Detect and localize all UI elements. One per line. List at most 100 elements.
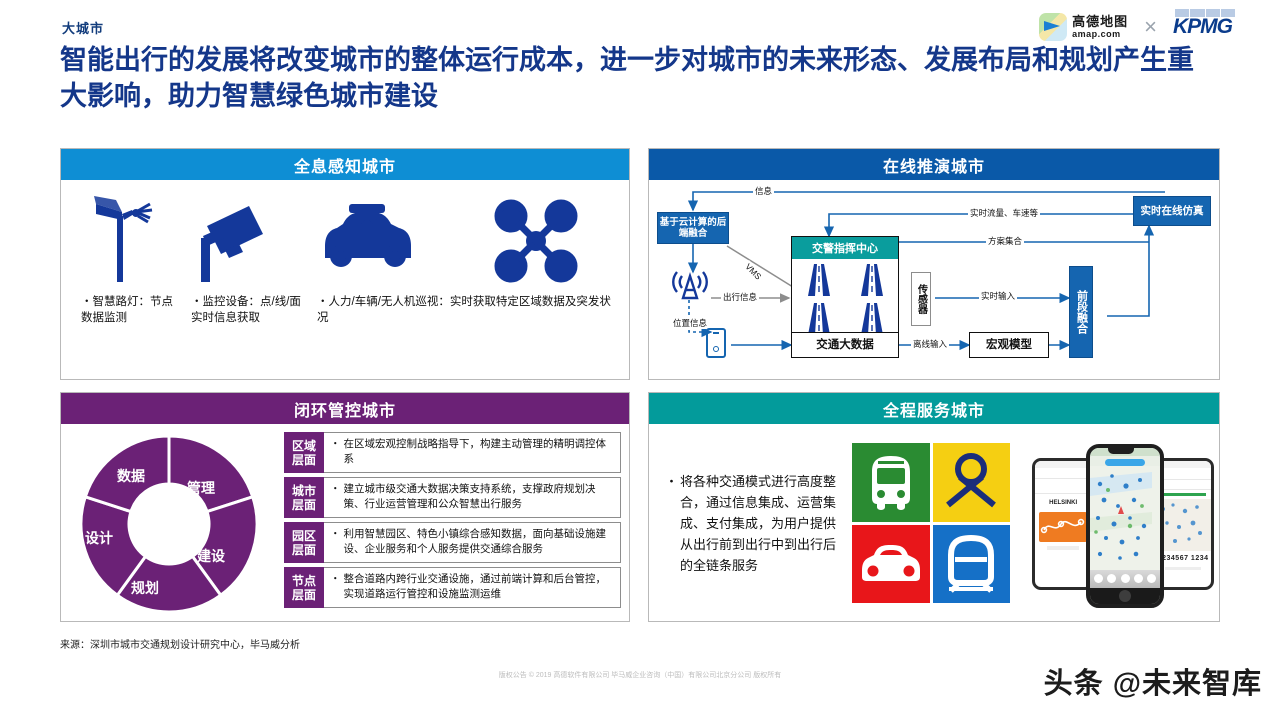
mode-cell-bus[interactable] [852,443,930,522]
service-bullet: ・ [665,473,679,489]
layer-desc-city-wrap: ・ 建立城市级交通大数据决策支持系统，支撑政府规划决策、行业运营管理和公众智慧出… [324,477,621,518]
edge-label-realtime-flow: 实时流量、车速等 [968,207,1041,219]
node-traffic-command[interactable]: 交警指挥中心 [792,237,898,259]
cctv-camera-icon [179,192,287,284]
sensing-item-2: ・人力/车辆/无人机巡视：实时获取特定区域数据及突发状况 [301,294,617,326]
layer-tag-region-bottom: 层面 [291,452,316,467]
road-icon [860,263,883,296]
road-icons-grid [792,259,898,337]
cross-separator-icon: × [1144,14,1157,39]
phone-mockups: HELSINKI [1028,436,1215,611]
command-center-container: 交警指挥中心 [791,236,899,338]
node-macro-model[interactable]: 宏观模型 [969,332,1049,358]
phone-center [1086,443,1165,608]
phone-left-route-icon [1040,518,1085,533]
layer-row-region[interactable]: 区域 层面 ・ 在区域宏观控制战略指导下，构建主动管理的精明调控体系 [284,432,621,473]
train-icon [948,534,995,593]
mode-cell-car[interactable] [852,524,930,603]
kpmg-logo-text: KPMG [1173,15,1233,38]
amap-logo-en: amap.com [1072,29,1121,39]
layer-tag-park-bottom: 层面 [291,542,316,557]
node-traffic-bigdata[interactable]: 交通大数据 [791,332,899,358]
wheel-label-data: 数据 [117,468,145,484]
panel-online-body: 信息 实时流量、车速等 方案集合 实时输入 离线输入 出行信息 位置信息 VMS… [649,180,1219,380]
layer-tag-node-top: 节点 [291,573,316,588]
phone-right-numbers: 1234567 1234 [1157,554,1209,562]
phone-center-home-button[interactable] [1090,587,1161,604]
edge-label-plan-set: 方案集合 [986,235,1025,247]
layer-tag-node-bottom: 层面 [291,587,316,602]
layer-desc-park-wrap: ・ 利用智慧园区、特色小镇综合感知数据，面向基础设施建设、企业服务和个人服务提供… [324,522,621,563]
road-icon [807,302,830,335]
home-button-icon [1119,589,1132,602]
panel-loop-title: 闭环管控城市 [61,393,629,424]
toolbar-icon-5 [1146,574,1156,583]
panel-sensing-title: 全息感知城市 [61,149,629,180]
source-note: 来源：深圳市城市交通规划设计研究中心，毕马威分析 [60,640,300,651]
node-realtime-simulation[interactable]: 实时在线仿真 [1133,196,1211,226]
layer-tag-region-top: 区域 [291,438,316,453]
sensing-bullet-2: ・ [317,296,329,308]
mode-cell-train[interactable] [932,524,1011,603]
kpmg-bars-icon [1175,9,1235,17]
panel-service-body: ・ 将各种交通模式进行高度整合，通过信息集成、运营集成、支付集成，为用户提供从出… [649,424,1219,622]
logo-group: 高德地图 amap.com × KPMG [1039,9,1235,44]
sensing-item-1: ・监控设备：点/线/面实时信息获取 [183,294,301,326]
car-icon [861,544,920,581]
layer-tag-park: 园区 层面 [284,522,324,563]
edge-label-offline-input: 离线输入 [911,338,950,350]
copyright-notice: 版权公告 © 2019 高德软件有限公司 毕马威企业咨询（中国）有限公司北京分公… [498,672,782,679]
layer-desc-city: 建立城市级交通大数据决策支持系统，支撑政府规划决策、行业运营管理和公众智慧出行服… [343,483,596,510]
layer-tag-city: 城市 层面 [284,477,324,518]
amap-logo-cn: 高德地图 [1072,14,1129,29]
toolbar-icon-4 [1133,574,1143,583]
layer-bullet-3: ・ [330,573,341,585]
layer-desc-node-wrap: ・ 整合道路内跨行业交通设施，通过前端计算和后台管控，实现道路运行管控和设施监测… [324,567,621,608]
sensing-bullet-0: ・ [81,296,93,308]
eyebrow-label: 大城市 [62,21,105,36]
layer-bullet-2: ・ [330,528,341,540]
smartphone-icon [706,328,726,358]
toolbar-icon-3 [1120,574,1130,583]
page-header: 大城市 智能出行的发展将改变城市的整体运行成本，进一步对城市的未来形态、发展布局… [0,0,1280,132]
sensing-text-row: ・智慧路灯：节点数据监测 ・监控设备：点/线/面实时信息获取 ・人力/车辆/无人… [71,294,619,326]
layer-row-park[interactable]: 园区 层面 ・ 利用智慧园区、特色小镇综合感知数据，面向基础设施建设、企业服务和… [284,522,621,563]
loop-donut-chart: 数据 管理 建设 规划 设计 [69,430,284,620]
node-sensor[interactable]: 传感器 [911,272,931,326]
edge-label-travel-info: 出行信息 [721,291,760,303]
page-title: 智能出行的发展将改变城市的整体运行成本，进一步对城市的未来形态、发展布局和规划产… [60,45,1194,111]
layer-tag-region: 区域 层面 [284,432,324,473]
phone-right-map-icon [1159,502,1203,543]
watermark-text: 头条 @未来智库 [1043,668,1262,700]
ribbon-icon [946,453,997,508]
edge-label-realtime-input: 实时输入 [979,290,1018,302]
panel-loop-control-city: 闭环管控城市 数据 管理 建设 规划 设计 [60,392,630,622]
toolbar-icon-1 [1094,574,1104,583]
sensing-item-0-label: 智慧路灯：节点数据监测 [81,296,173,324]
phone-left: HELSINKI [1032,457,1095,590]
panel-online-city: 在线推演城市 [648,148,1220,380]
wheel-label-plan: 规划 [131,580,159,596]
police-car-icon [286,192,452,284]
phone-center-toolbar [1090,569,1161,588]
layer-desc-region: 在区域宏观控制战略指导下，构建主动管理的精明调控体系 [343,438,607,465]
phone-center-map-icon [1090,465,1153,570]
layer-bullet-0: ・ [330,438,341,450]
service-description: 将各种交通模式进行高度整合，通过信息集成、运营集成、支付集成，为用户提供从出行前… [680,473,837,573]
edge-label-info: 信息 [753,185,775,197]
node-front-fusion[interactable]: 前段融合 [1069,266,1093,358]
amap-logo-text: 高德地图 amap.com [1072,15,1128,39]
wheel-label-design: 设计 [85,530,113,546]
sensing-item-2-label: 人力/车辆/无人机巡视：实时获取特定区域数据及突发状况 [317,296,611,324]
layer-desc-node: 整合道路内跨行业交通设施，通过前端计算和后台管控，实现道路运行管控和设施监测运维 [343,573,607,600]
panel-online-title: 在线推演城市 [649,149,1219,180]
drone-icon [453,198,619,284]
street-light-icon [71,192,179,284]
layer-row-node[interactable]: 节点 层面 ・ 整合道路内跨行业交通设施，通过前端计算和后台管控，实现道路运行管… [284,567,621,608]
antenna-icon [669,268,711,302]
layer-row-city[interactable]: 城市 层面 ・ 建立城市级交通大数据决策支持系统，支撑政府规划决策、行业运营管理… [284,477,621,518]
node-cloud-fusion[interactable]: 基于云计算的后端融合 [657,212,729,244]
online-flow-diagram: 信息 实时流量、车速等 方案集合 实时输入 离线输入 出行信息 位置信息 VMS… [649,180,1219,380]
phone-left-brand: HELSINKI [1049,499,1078,506]
mode-cell-ribbon[interactable] [932,443,1011,522]
